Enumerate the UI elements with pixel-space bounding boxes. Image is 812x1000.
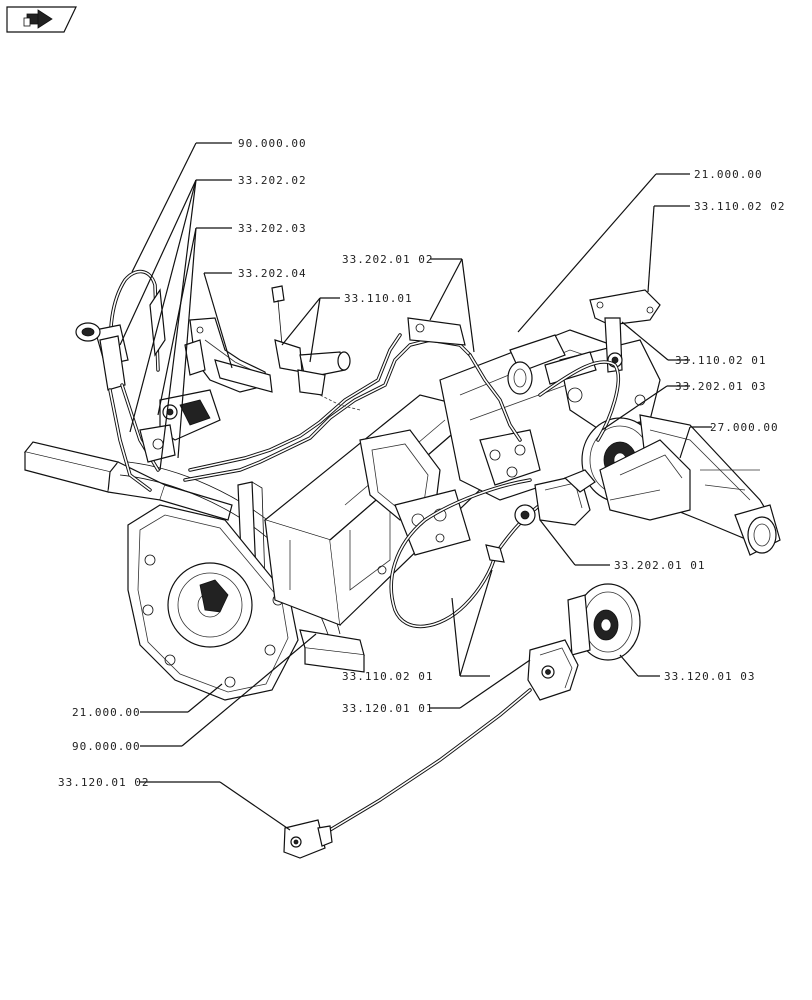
callout-33-110-01[interactable]: 33.110.01 [344,292,413,305]
pedal-bracket [149,288,273,393]
leader-lines [119,142,712,831]
callout-33-120-01-02[interactable]: 33.120.01 02 [58,776,149,789]
pto-line-lower [389,478,542,628]
pto-solenoid-valve [514,469,596,526]
callout-33-202-02[interactable]: 33.202.02 [238,174,307,187]
bellhousing [127,504,299,701]
next-page-button[interactable] [6,6,77,33]
callout-33-202-03[interactable]: 33.202.03 [238,222,307,235]
rear-axle-trumpet [599,414,781,556]
callout-27-000-00[interactable]: 27.000.00 [710,421,779,434]
callout-21-000-00-top[interactable]: 21.000.00 [694,168,763,181]
callout-90-000-00-top[interactable]: 90.000.00 [238,137,307,150]
pto-hydraulic-line-upper [183,317,522,482]
callout-33-120-01-03[interactable]: 33.120.01 03 [664,670,755,683]
hydraulic-cylinder [507,334,597,395]
callout-labels: 90.000.00 33.202.02 33.202.03 33.202.04 … [58,137,785,789]
callout-21-000-00-bottom[interactable]: 21.000.00 [72,706,141,719]
callout-33-202-01-01[interactable]: 33.202.01 01 [614,559,705,572]
callout-33-110-02-01-lower[interactable]: 33.110.02 01 [342,670,433,683]
callout-33-202-01-02[interactable]: 33.202.01 02 [342,253,433,266]
pto-sensor [271,285,361,411]
next-page-arrow-icon [23,9,53,29]
brake-cable [283,688,532,859]
callout-33-110-02-02[interactable]: 33.110.02 02 [694,200,785,213]
brake-caliper [527,639,579,701]
callout-33-110-02-01-upper[interactable]: 33.110.02 01 [675,354,766,367]
callout-33-120-01-01[interactable]: 33.120.01 01 [342,702,433,715]
frame-rail [23,441,365,673]
callout-33-202-01-03[interactable]: 33.202.01 03 [675,380,766,393]
pto-brake-assembly [567,583,641,661]
pto-line-rear [538,360,620,442]
callout-90-000-00-bottom[interactable]: 90.000.00 [72,740,141,753]
callout-33-202-04[interactable]: 33.202.04 [238,267,307,280]
pto-control-lever [75,269,160,492]
valve-bracket [589,289,661,373]
tractor-transmission-assembly [23,269,781,859]
